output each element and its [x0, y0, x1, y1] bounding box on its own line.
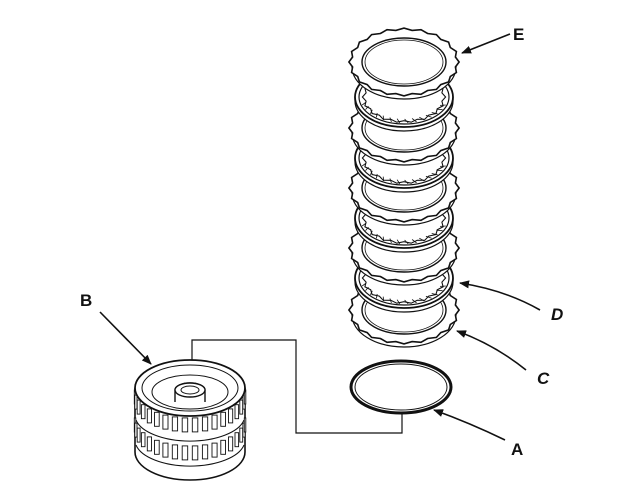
- drum-slot: [162, 442, 169, 458]
- drum-slot: [154, 439, 160, 455]
- drum-slot: [191, 417, 199, 433]
- drum-slot: [171, 444, 179, 460]
- arrow-b: [99, 311, 152, 365]
- drum-slot: [140, 404, 146, 420]
- drum-splines: [133, 389, 247, 461]
- drum-slot: [201, 444, 209, 460]
- arrow-e: [461, 33, 511, 54]
- drum-slot: [239, 427, 244, 443]
- drum-slot: [171, 416, 179, 432]
- clutch-plates: [347, 27, 461, 348]
- drum-slot: [234, 432, 240, 448]
- arrow-c: [456, 330, 527, 371]
- label-b: B: [80, 291, 92, 310]
- drum-slot: [220, 411, 226, 427]
- drum-slot: [211, 414, 218, 430]
- drum-slot: [201, 416, 209, 432]
- drum-slot: [154, 411, 160, 427]
- drum-slot: [136, 399, 141, 415]
- drum-slot: [181, 445, 189, 461]
- connector-line: [191, 339, 403, 434]
- drum-slot: [243, 417, 247, 433]
- drum-slot: [228, 408, 234, 424]
- clutch-plate-stack: [347, 27, 461, 348]
- arrow-a: [433, 409, 506, 441]
- drum-slot: [162, 414, 169, 430]
- drum-slot: [136, 427, 141, 443]
- label-e: E: [513, 25, 524, 44]
- drum-slot: [146, 408, 152, 424]
- steel-plate: [347, 27, 461, 100]
- arrow-d: [459, 280, 541, 311]
- label-a: A: [511, 440, 523, 459]
- drum-slot: [228, 436, 234, 452]
- drum-slot: [220, 439, 226, 455]
- drum-slot: [211, 442, 218, 458]
- label-d: D: [551, 305, 563, 324]
- clutch-drum-b: [133, 359, 247, 481]
- drum-slot: [134, 422, 138, 438]
- drum-slot: [134, 394, 138, 410]
- drum-slot: [181, 417, 189, 433]
- drum-slot: [140, 432, 146, 448]
- drum-slot: [234, 404, 240, 420]
- drum-slot: [239, 399, 244, 415]
- o-ring-a: [349, 359, 453, 415]
- label-c: C: [537, 369, 550, 388]
- drum-slot: [146, 436, 152, 452]
- drum-slot: [191, 445, 199, 461]
